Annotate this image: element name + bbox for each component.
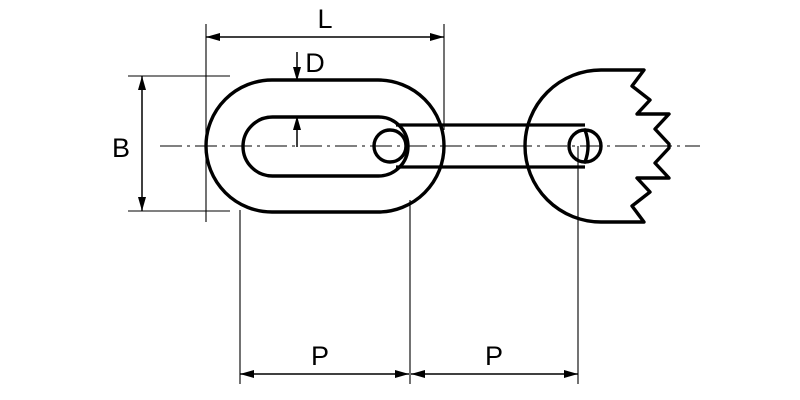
arrow-D-lower [293,116,301,130]
arrow-B-bottom [138,197,146,211]
connecting-bar [396,123,585,169]
broken-link-outer-profile [523,68,671,224]
broken-away-chain-link [523,68,671,224]
arrow-D-upper [293,67,301,81]
dim-label-P1: P [311,341,329,371]
dimension-B: B [112,76,146,211]
link-outer-outline [204,78,446,214]
arrow-L-right [430,33,444,41]
dim-label-B: B [112,133,130,163]
rear-link-bar-section [372,128,408,164]
rear-link-circle [372,128,408,164]
front-chain-link [204,78,446,214]
dimension-P-2: P [411,341,578,378]
arrow-P1-left [240,370,254,378]
arrow-L-left [206,33,220,41]
arrow-B-top [138,76,146,90]
dimension-D: D [293,48,325,147]
dim-label-L: L [317,4,332,34]
arrow-P1-right [395,370,409,378]
dimension-L: L [206,4,444,41]
broken-link-inner-arc [583,128,590,164]
arrow-P2-right [564,370,578,378]
extension-lines [128,24,579,384]
arrow-P2-left [411,370,425,378]
dimension-P-1: P [240,341,409,378]
dim-label-D: D [305,48,325,78]
dim-label-P2: P [485,341,503,371]
link-inner-hole-outline [241,115,410,178]
